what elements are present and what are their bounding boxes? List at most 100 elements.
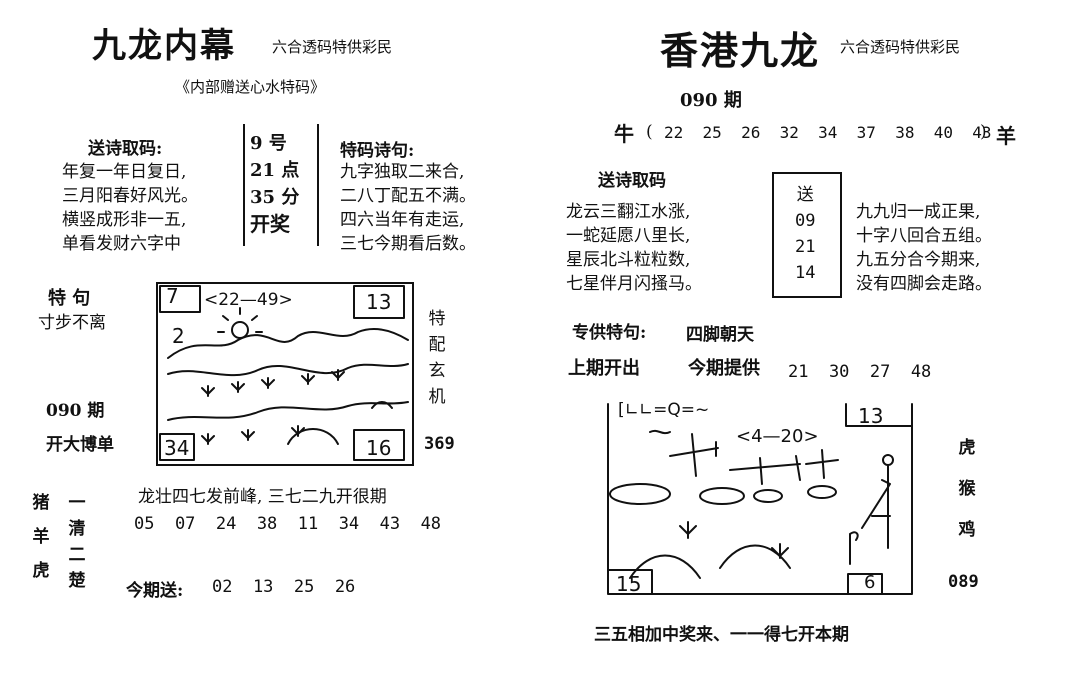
- right-corner-bl-box: [607, 569, 653, 595]
- draw-time: 9 号 21 点 35 分 开奖: [250, 130, 299, 238]
- qing-chu-char: 清: [68, 519, 86, 539]
- paren-open: (: [646, 122, 653, 142]
- mountain-line: [167, 328, 409, 359]
- draw-minute: 35 分: [250, 187, 300, 208]
- left-corner-br: 16: [366, 436, 392, 460]
- send-label: 送: [796, 185, 814, 205]
- right-zodiac-list: 虎 猴 鸡: [956, 428, 978, 551]
- right-poem-line: 一蛇延愿八里长,: [566, 226, 691, 246]
- right-sketch-frame: [607, 403, 913, 595]
- left-poem-line: 三月阳春好风光。: [62, 186, 198, 206]
- left-sketch: [159, 285, 409, 461]
- right-poem-line: 星辰北斗粒粒数,: [566, 250, 691, 270]
- right-corner-br: 6: [864, 572, 876, 593]
- grass-sprouts-lower: [201, 425, 305, 445]
- right-corner-bl: 15: [616, 572, 642, 596]
- grass-sprouts: [201, 369, 345, 397]
- right-numbers: 22 25 26 32 34 37 38 40 43: [664, 123, 992, 142]
- send-number: 21: [795, 237, 816, 257]
- paren-close: ): [980, 122, 987, 142]
- arch-lines: [629, 544, 791, 579]
- left-subtitle: 《内部赠送心水特码》: [175, 78, 326, 96]
- special-heading: 特码诗句:: [340, 141, 415, 161]
- send-number: 14: [795, 263, 816, 283]
- left-poem-line: 单看发财六字中: [62, 234, 181, 254]
- zodiac-list: 猪 羊 虎: [30, 486, 52, 588]
- cross-shape-2: [729, 455, 801, 485]
- stone-1: [609, 483, 671, 505]
- vertical-char: 配: [428, 335, 446, 355]
- special-line: 二八丁配五不满。: [340, 186, 476, 206]
- right-sketch-top-text: <4—20>: [736, 426, 819, 447]
- left-tagline: 六合透码特供彩民: [272, 38, 393, 56]
- draw-time-box: [243, 124, 319, 246]
- special-line: 九字独取二来合,: [340, 162, 465, 182]
- right-zodiac: 虎: [958, 438, 976, 458]
- provide-numbers: 21 30 27 48: [788, 362, 932, 382]
- left-phrase: 龙壮四七发前峰, 三七二九开很期: [138, 487, 387, 507]
- cross-shape-1: [669, 433, 719, 477]
- left-sketch-frame: [156, 282, 414, 466]
- right-poem-line: 龙云三翻江水涨,: [566, 202, 691, 222]
- right-corner-tr: 13: [858, 404, 884, 428]
- left-sketch-top-text: <22—49>: [204, 290, 293, 310]
- left-corner-bl-box: [159, 433, 195, 461]
- right-zodiac: 猴: [958, 479, 976, 499]
- vertical-char: 特: [428, 309, 446, 329]
- special-number: 369: [424, 434, 455, 454]
- special-line: 四六当年有走运,: [340, 210, 465, 230]
- special-sentence-label: 专供特句:: [572, 323, 647, 343]
- last-period-label: 上期开出: [568, 358, 640, 379]
- left-poem-heading: 送诗取码:: [88, 139, 163, 159]
- left-corner-tr: 13: [366, 290, 392, 314]
- wave-line: [371, 401, 393, 409]
- draw-hour: 21 点: [250, 160, 300, 181]
- left-period: 090 期: [46, 401, 105, 421]
- cross-shape-3: [805, 449, 839, 479]
- qing-chu-char: 楚: [68, 571, 86, 591]
- ground-line: [167, 401, 409, 421]
- left-corner-tl-box: [159, 285, 201, 313]
- figure-head: [882, 454, 894, 466]
- provide-label: 今期提供: [688, 358, 760, 379]
- right-corner-br-box: [847, 573, 883, 595]
- right-side-line: 十字八回合五组。: [856, 226, 992, 246]
- right-zodiac: 鸡: [958, 520, 976, 540]
- open-big-label: 开大博单: [46, 435, 114, 455]
- hill-line: [167, 363, 409, 377]
- send-numbers-box: [772, 172, 842, 298]
- right-sprouts: [679, 521, 789, 559]
- right-side-line: 没有四脚会走路。: [856, 274, 992, 294]
- left-title: 九龙内幕: [92, 26, 236, 66]
- qing-chu-char: 一: [68, 493, 86, 513]
- qing-chu-vertical: 一 清 二 楚: [66, 490, 88, 594]
- draw-label: 开奖: [250, 212, 290, 236]
- niu-label: 牛: [614, 122, 634, 146]
- left-corner-tl: 7: [166, 284, 179, 308]
- stone-3: [753, 489, 783, 503]
- qing-chu-char: 二: [68, 545, 86, 565]
- zodiac: 羊: [32, 527, 50, 547]
- vertical-char: 机: [428, 387, 446, 407]
- today-numbers: 02 13 25 26: [212, 577, 356, 597]
- right-period: 090 期: [680, 90, 742, 111]
- left-poem: 年复一年日复日, 三月阳春好风光。 横竖成形非一五, 单看发财六字中: [62, 160, 198, 256]
- sun-icon: [231, 321, 249, 339]
- send-numbers: 送 09 21 14: [795, 182, 815, 286]
- right-corner-tr-box: [845, 403, 913, 427]
- zodiac: 虎: [32, 561, 50, 581]
- arch-line: [287, 428, 339, 445]
- right-side-line: 九九归一成正果,: [856, 202, 981, 222]
- right-side-number: 089: [948, 572, 979, 592]
- yang-label: 羊: [996, 124, 1016, 148]
- sun-rays: [217, 307, 263, 333]
- draw-date: 9 号: [250, 133, 287, 154]
- special-vertical-label: 特 配 玄 机: [426, 306, 448, 410]
- left-sketch-num: 2: [172, 324, 185, 348]
- right-tagline: 六合透码特供彩民: [840, 38, 961, 56]
- left-corner-bl: 34: [164, 436, 190, 460]
- right-poem-heading: 送诗取码: [598, 171, 666, 191]
- right-top-scribble: [∟∟=Q=~: [618, 400, 710, 420]
- vertical-char: 玄: [428, 361, 446, 381]
- send-number: 09: [795, 211, 816, 231]
